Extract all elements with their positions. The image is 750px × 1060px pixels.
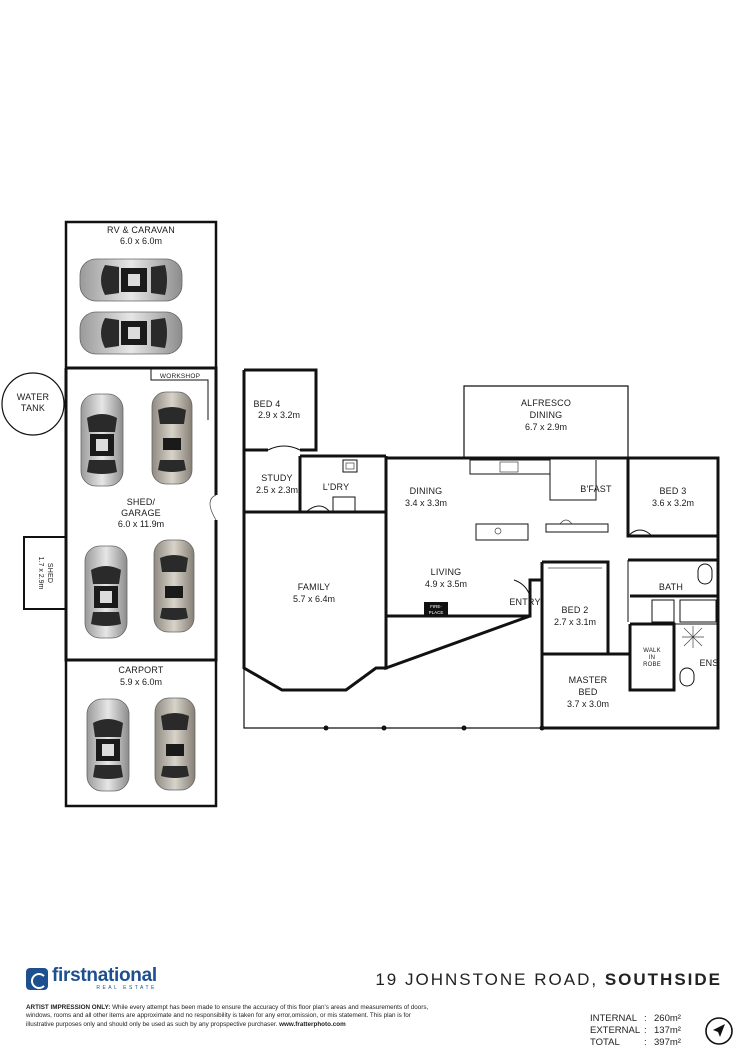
carport-label: CARPORT [118,665,164,675]
study-label: STUDY [261,473,293,483]
car-icon [79,311,183,355]
bed4-dims: 2.9 x 3.2m [258,410,300,420]
carport-dims: 5.9 x 6.0m [120,677,162,687]
walk-in-robe-label-3: ROBE [643,662,661,668]
area-label: EXTERNAL [590,1025,641,1036]
alfresco-dims: 6.7 x 2.9m [525,422,567,432]
fireplace-label-2: PLACE [429,610,444,615]
study-dims: 2.5 x 2.3m [256,485,298,495]
shed-garage-label-1: SHED/ [127,497,156,507]
dining-dims: 3.4 x 3.3m [405,498,447,508]
car-icon [86,698,130,792]
area-row: INTERNAL:260m² [590,1013,681,1024]
car-icon [154,697,196,791]
bfast-label: B'FAST [580,484,612,494]
workshop-label: WORKSHOP [160,373,200,380]
walk-in-robe-label-2: IN [649,655,655,661]
disclaimer-site: www.fratterphoto.com [277,1020,346,1028]
car-icon [151,391,193,485]
car-icon [80,393,124,487]
bed2-label: BED 2 [561,605,588,615]
bed2-dims: 2.7 x 3.1m [554,617,596,627]
bed3-label: BED 3 [659,486,686,496]
entry-label: ENTRY [509,597,540,607]
disclaimer: ARTIST IMPRESSION ONLY: While every atte… [26,1004,436,1029]
bath-label: BATH [659,582,683,592]
brand-name: firstnational [52,965,157,986]
master-bed-dims: 3.7 x 3.0m [567,699,609,709]
master-bed-label-2: BED [578,687,597,697]
brand-sub: REAL ESTATE [96,985,157,991]
bed3-dims: 3.6 x 3.2m [652,498,694,508]
rv-caravan-dims: 6.0 x 6.0m [120,236,162,246]
area-value: 137m² [654,1025,681,1036]
laundry-label: L'DRY [323,482,350,492]
north-arrow-icon [705,1017,733,1045]
car-icon [153,539,195,633]
area-value: 260m² [654,1013,681,1024]
area-label: INTERNAL [590,1013,637,1024]
car-icon [79,258,183,302]
shed-garage-label-2: GARAGE [121,508,161,518]
house: BED 4 2.9 x 3.2m STUDY 2.5 x 2.3m L'DRY … [242,368,720,731]
water-tank: WATER TANK [1,372,65,436]
water-tank-label-1: WATER [17,392,50,402]
shed-dims: 1.7 x 2.9m [37,557,44,590]
brand-logo: firstnational REAL ESTATE [26,966,157,991]
alfresco-label-2: DINING [530,410,563,420]
shed-garage-dims: 6.0 x 11.9m [118,519,164,529]
rv-caravan-label: RV & CARAVAN [107,225,175,235]
disclaimer-body: While every attempt has been made to ens… [26,1004,429,1028]
shed-label: SHED [46,563,53,583]
water-tank-label-2: TANK [21,403,45,413]
car-icon [84,545,128,639]
master-bed-label-1: MASTER [569,675,608,685]
area-summary: INTERNAL:260m² EXTERNAL:137m² TOTAL:397m… [590,1013,681,1049]
dining-label: DINING [410,486,443,496]
area-row: TOTAL:397m² [590,1037,681,1048]
area-row: EXTERNAL:137m² [590,1025,681,1036]
family-dims: 5.7 x 6.4m [293,594,335,604]
living-label: LIVING [431,567,462,577]
address-street: 19 JOHNSTONE ROAD, [375,970,599,989]
disclaimer-lead: ARTIST IMPRESSION ONLY: [26,1004,111,1011]
area-value: 397m² [654,1037,681,1048]
family-label: FAMILY [298,582,331,592]
bed4-label: BED 4 [253,399,280,409]
living-dims: 4.9 x 3.5m [425,579,467,589]
logo-icon [26,967,48,990]
carport-area: CARPORT 5.9 x 6.0m [64,660,218,808]
area-label: TOTAL [590,1037,620,1048]
ens-label: ENS [699,658,718,668]
address-suburb: SOUTHSIDE [604,970,722,989]
shed-area: SHED 1.7 x 2.9m [23,536,67,610]
rv-caravan-area: RV & CARAVAN 6.0 x 6.0m [64,220,218,368]
property-address: 19 JOHNSTONE ROAD, SOUTHSIDE [375,970,722,990]
shed-garage-area: WORKSHOP SHED/ GARAGE 6.0 x 11.9m [64,366,218,662]
fireplace-label-1: FIRE- [430,604,442,609]
alfresco-label-1: ALFRESCO [521,398,571,408]
walk-in-robe-label-1: WALK [643,648,661,654]
